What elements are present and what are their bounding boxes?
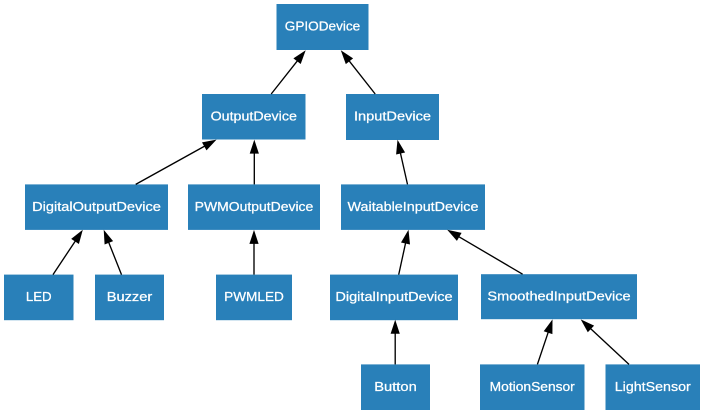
- svg-text:LightSensor: LightSensor: [615, 379, 692, 394]
- svg-text:PWMLED: PWMLED: [224, 289, 284, 304]
- svg-text:SmoothedInputDevice: SmoothedInputDevice: [487, 288, 630, 303]
- svg-text:OutputDevice: OutputDevice: [211, 109, 297, 124]
- svg-text:InputDevice: InputDevice: [354, 109, 431, 124]
- svg-text:GPIODevice: GPIODevice: [285, 19, 361, 34]
- svg-text:WaitableInputDevice: WaitableInputDevice: [348, 199, 479, 214]
- svg-text:DigitalInputDevice: DigitalInputDevice: [335, 289, 452, 304]
- svg-text:Buzzer: Buzzer: [107, 289, 153, 304]
- svg-text:DigitalOutputDevice: DigitalOutputDevice: [32, 199, 161, 214]
- svg-text:LED: LED: [26, 289, 52, 304]
- svg-text:MotionSensor: MotionSensor: [490, 379, 576, 394]
- svg-text:Button: Button: [374, 379, 417, 394]
- svg-text:PWMOutputDevice: PWMOutputDevice: [195, 199, 314, 214]
